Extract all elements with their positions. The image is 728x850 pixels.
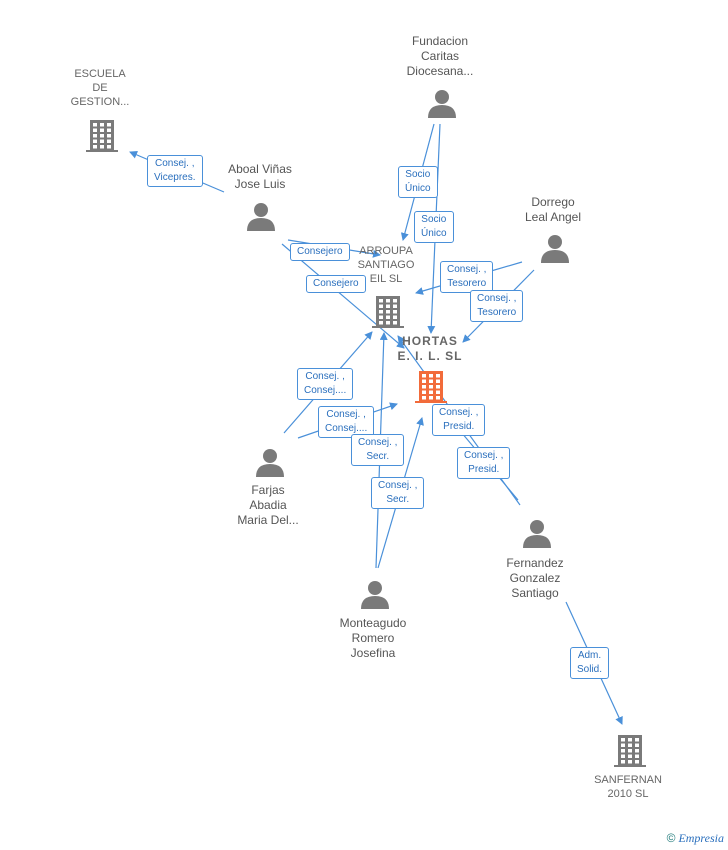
edge-label-fernandez-arroupa[interactable]: Consej. , Presid. — [432, 404, 486, 436]
node-arroupa-label[interactable]: ARROUPA SANTIAGO EIL SL — [341, 244, 431, 286]
edge-label-line: Consej.... — [304, 385, 347, 396]
building-icon-hortas[interactable] — [415, 371, 447, 403]
edge-label-line: Consej. , — [155, 158, 195, 169]
edge-label-line: Consej. , — [326, 409, 366, 420]
node-sanfernan-label[interactable]: SANFERNAN 2010 SL — [583, 773, 673, 801]
edge-label-line: Consej. , — [358, 437, 398, 448]
node-label-line: Romero — [351, 631, 395, 645]
edge-label-line: Consej. , — [439, 407, 479, 418]
edge-label-line: Único — [405, 183, 431, 194]
edge-label-fernandez-hortas[interactable]: Consej. , Presid. — [457, 447, 511, 479]
person-icon-fernandez[interactable] — [523, 520, 551, 548]
node-label-line: DE — [92, 82, 108, 94]
node-label-line: Aboal Viñas — [228, 162, 292, 176]
edge-label-dorrego-hortas[interactable]: Consej. , Tesorero — [470, 290, 524, 322]
node-label-line: GESTION... — [70, 96, 130, 108]
building-icon-arroupa[interactable] — [372, 296, 404, 328]
edge-label-line: Consejero — [313, 278, 359, 289]
edge-label-line: Único — [421, 228, 447, 239]
edge-aboal-hortas — [281, 243, 405, 349]
node-label-line: Abadia — [249, 498, 287, 512]
node-label-line: Fundacion — [411, 34, 469, 48]
node-label-line: Jose Luis — [234, 177, 286, 191]
edge-label-line: Solid. — [577, 664, 603, 675]
edge-label-line: Consejero — [297, 246, 343, 257]
person-icon-fundacion[interactable] — [428, 90, 456, 118]
building-icon-sanfernan[interactable] — [614, 735, 646, 767]
edge-label-line: Tesorero — [477, 307, 517, 318]
edge-label-dorrego-arroupa[interactable]: Consej. , Tesorero — [440, 261, 494, 293]
person-icon-farjas[interactable] — [256, 449, 284, 477]
node-label-line: 2010 SL — [607, 788, 649, 800]
edge-label-farjas-arroupa[interactable]: Consej. , Consej.... — [297, 368, 354, 400]
person-icon-dorrego[interactable] — [541, 235, 569, 263]
node-escuela-label[interactable]: ESCUELA DE GESTION... — [60, 67, 140, 109]
edge-label-line: Presid. — [468, 464, 500, 475]
node-label-line: Dorrego — [531, 195, 575, 209]
edge-label-monteagudo-arroupa[interactable]: Consej. , Secr. — [351, 434, 405, 466]
edge-label-line: Consej. , — [305, 371, 345, 382]
node-label-line: ARROUPA — [359, 245, 413, 257]
edge-label-line: Consej. , — [447, 264, 487, 275]
node-label-line: ESCUELA — [74, 68, 126, 80]
brand-watermark: © Empresia — [667, 831, 724, 846]
edge-label-line: Socio — [421, 214, 447, 225]
node-icons — [86, 90, 646, 767]
node-label-line: SANTIAGO — [357, 259, 415, 271]
copyright-symbol: © — [666, 831, 676, 845]
edge-label-aboal-escuela[interactable]: Consej. , Vicepres. — [147, 155, 203, 187]
edge-label-line: Presid. — [443, 421, 475, 432]
edge-label-line: Secr. — [366, 451, 390, 462]
edge-label-line: Consej.... — [325, 423, 368, 434]
edge-label-line: Socio — [405, 169, 431, 180]
edge-label-line: Adm. — [577, 650, 602, 661]
node-label-line: Diocesana... — [406, 64, 474, 78]
brand-name: Empresia — [678, 831, 724, 845]
node-label-line: Caritas — [420, 49, 459, 63]
node-label-line: Gonzalez — [509, 571, 561, 585]
edge-label-fernandez-sanfernan[interactable]: Adm. Solid. — [570, 647, 610, 679]
node-label-line: Farjas — [251, 483, 285, 497]
edge-label-monteagudo-hortas[interactable]: Consej. , Secr. — [371, 477, 425, 509]
node-label-line: Maria Del... — [237, 513, 299, 527]
building-icon-escuela[interactable] — [86, 120, 118, 152]
edge-label-aboal-arroupa[interactable]: Consejero — [290, 243, 350, 261]
node-label-line: Leal Angel — [524, 210, 582, 224]
node-label-line: SANFERNAN — [594, 774, 662, 786]
node-label-line: EIL SL — [369, 273, 403, 285]
edge-label-line: Consej. , — [464, 450, 504, 461]
edge-label-line: Consej. , — [378, 480, 418, 491]
edge-label-line: Tesorero — [447, 278, 487, 289]
edge-label-line: Consej. , — [477, 293, 517, 304]
edge-label-line: Vicepres. — [154, 172, 196, 183]
edge-label-line: Secr. — [386, 494, 410, 505]
node-label-line: Santiago — [511, 586, 559, 600]
edge-label-farjas-hortas[interactable]: Consej. , Consej.... — [318, 406, 375, 438]
node-label-line: E. I. L. SL — [397, 349, 463, 363]
edge-label-aboal-hortas[interactable]: Consejero — [306, 275, 366, 293]
person-icon-aboal[interactable] — [247, 203, 275, 231]
person-icon-monteagudo[interactable] — [361, 581, 389, 609]
node-label-line: HORTAS — [402, 334, 458, 348]
node-label-line: Monteagudo — [339, 616, 407, 630]
node-label-line: Fernandez — [506, 556, 564, 570]
node-label-line: Josefina — [350, 646, 396, 660]
